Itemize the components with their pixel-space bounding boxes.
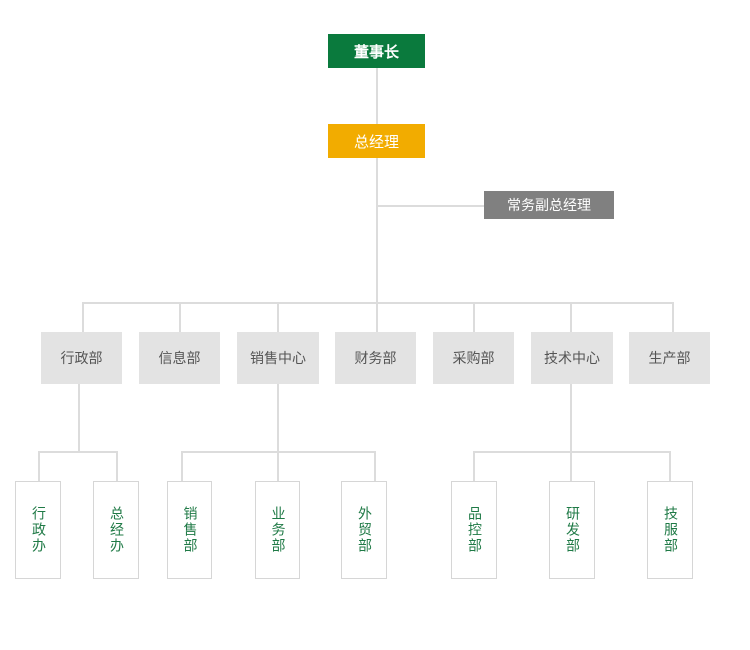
connector-dept-drop [672,302,674,332]
connector-admin-stem [78,384,80,452]
connector-sub-drop [277,451,279,481]
connector-dept-drop [179,302,181,332]
connector-chairman-gm [376,68,378,124]
connector-dept-drop [376,302,378,332]
connector-dept-drop [82,302,84,332]
chairman-node: 董事长 [328,34,425,68]
connector-gm-trunk [376,158,378,303]
dept-node-production: 生产部 [629,332,710,384]
connector-dept-drop [277,302,279,332]
dept-node-info: 信息部 [139,332,220,384]
connector-dept-drop [570,302,572,332]
connector-sub-drop [473,451,475,481]
sub-node-quality-control: 品控部 [451,481,497,579]
connector-sales-stem [277,384,279,452]
sub-node-admin-office: 行政办 [15,481,61,579]
connector-dept-drop [473,302,475,332]
dept-node-tech: 技术中心 [531,332,613,384]
sub-node-business-dept: 业务部 [255,481,300,579]
sub-node-tech-service: 技服部 [647,481,693,579]
deputy-gm-node: 常务副总经理 [484,191,614,219]
connector-sub-drop [374,451,376,481]
connector-dept-bus [82,302,674,304]
general-manager-node: 总经理 [328,124,425,158]
connector-admin-bus [38,451,118,453]
connector-sub-drop [38,451,40,481]
connector-sub-drop [669,451,671,481]
connector-sub-drop [116,451,118,481]
connector-deputy [377,205,484,207]
sub-node-foreign-trade: 外贸部 [341,481,387,579]
dept-node-admin: 行政部 [41,332,122,384]
connector-sub-drop [570,451,572,481]
dept-node-finance: 财务部 [335,332,416,384]
dept-node-sales: 销售中心 [237,332,319,384]
connector-sub-drop [181,451,183,481]
sub-node-sales-dept: 销售部 [167,481,212,579]
sub-node-rnd: 研发部 [549,481,595,579]
dept-node-purchasing: 采购部 [433,332,514,384]
sub-node-gm-office: 总经办 [93,481,139,579]
connector-tech-stem [570,384,572,452]
connector-tech-bus [473,451,671,453]
